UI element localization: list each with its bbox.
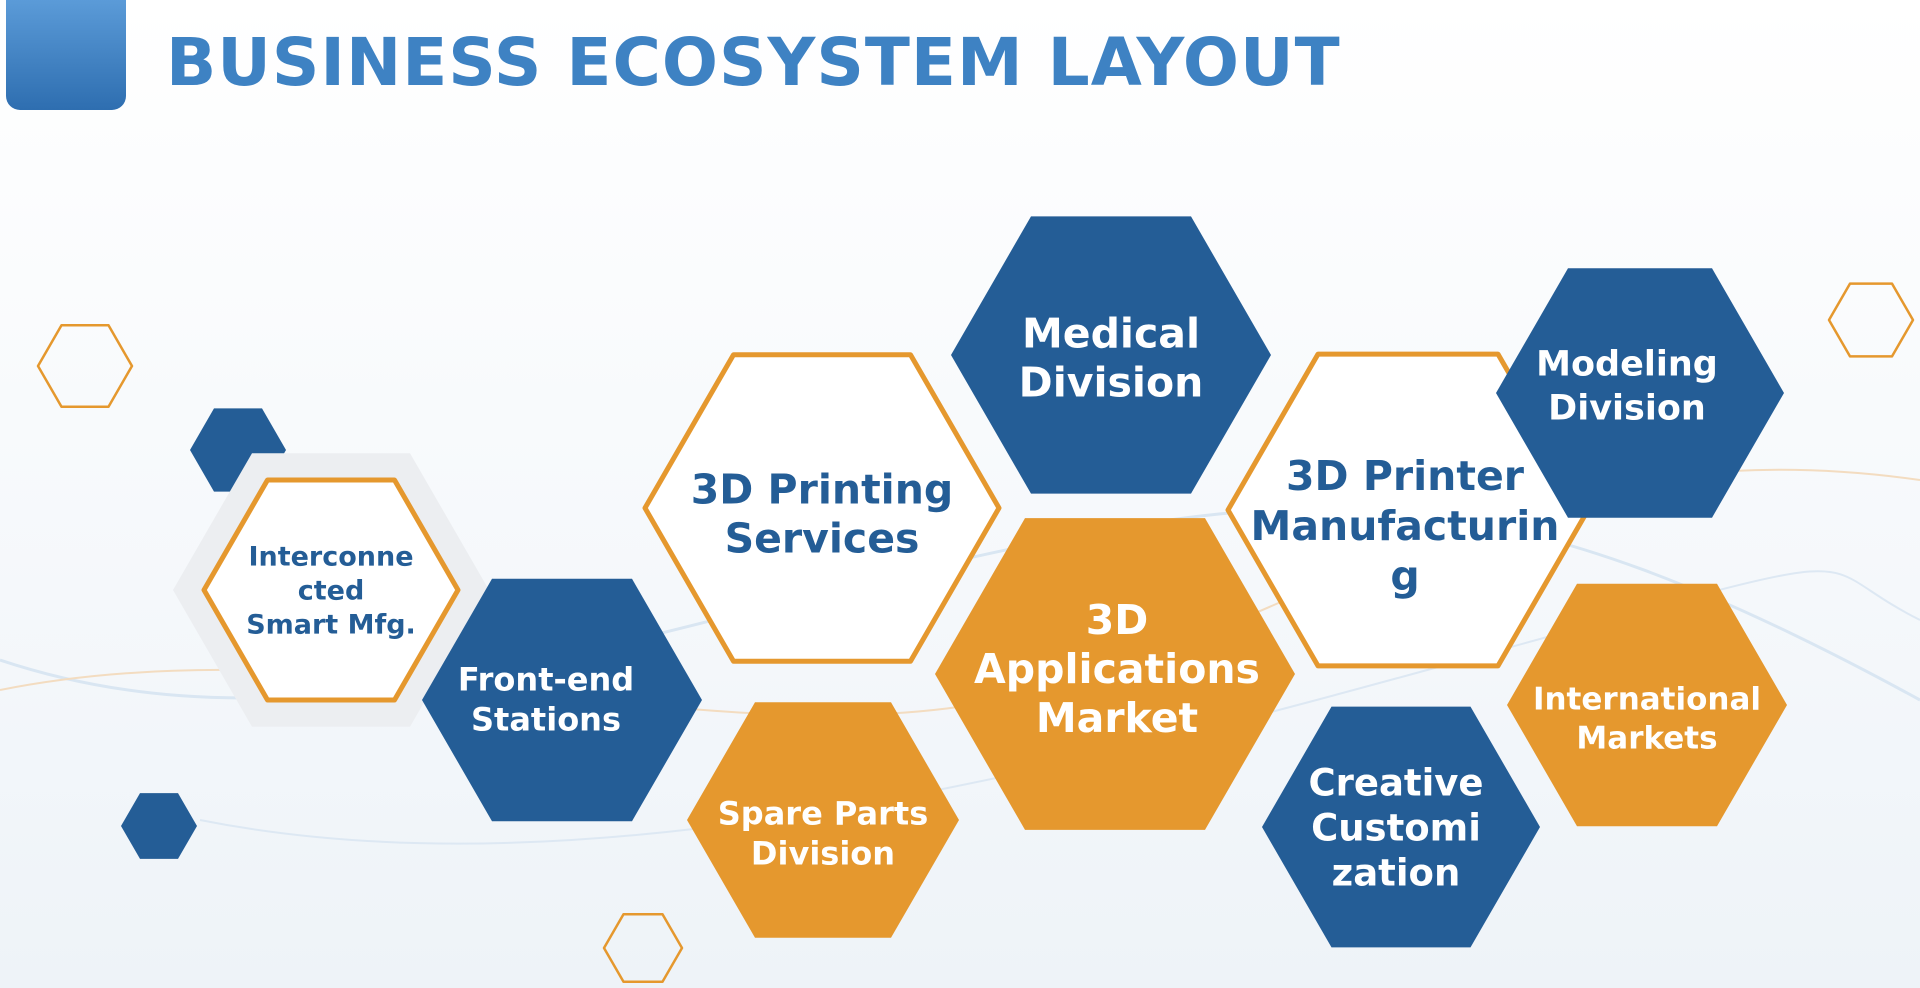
international-markets-label-line-1: International [1533, 682, 1761, 718]
manufacturing-label-line-1: 3D Printer [1286, 452, 1525, 500]
applications-market-label-line-1: 3D [1086, 596, 1149, 644]
applications-market-label-line-3: Market [1036, 694, 1198, 742]
modeling-division-hex [1496, 268, 1784, 518]
printing-services-label-line-2: Services [725, 514, 920, 562]
creative-customization-hex [1262, 706, 1540, 948]
front-end-stations-label-line-1: Front-end [458, 661, 634, 699]
decor-navy-hex-small-bottom [121, 793, 197, 859]
creative-customization-label-line-1: Creative [1308, 761, 1483, 804]
interconnected-label-line-3: Smart Mfg. [246, 610, 416, 641]
applications-market-hex [935, 518, 1295, 830]
interconnected-label-line-2: cted [298, 576, 365, 607]
modeling-division-label-line-2: Division [1548, 389, 1706, 429]
manufacturing-label-line-2: Manufacturin [1251, 502, 1560, 550]
creative-customization-label-line-3: zation [1332, 851, 1461, 894]
spare-parts-hex [687, 702, 959, 938]
modeling-division-label-line-1: Modeling [1536, 345, 1718, 385]
front-end-stations-hex [422, 578, 702, 822]
medical-division-label-line-2: Division [1019, 358, 1204, 406]
title-accent-block [6, 0, 126, 110]
international-markets-hex [1507, 583, 1787, 827]
medical-division-label-line-1: Medical [1022, 309, 1200, 357]
spare-parts-label-line-2: Division [751, 835, 895, 873]
interconnected-hex [201, 477, 461, 703]
printing-services-label-line-1: 3D Printing [691, 465, 954, 513]
manufacturing-label-line-3: g [1390, 552, 1419, 600]
spare-parts-label-line-1: Spare Parts [718, 795, 928, 833]
decor-outline-hex-right [1827, 282, 1915, 358]
page-title: BUSINESS ECOSYSTEM LAYOUT [166, 24, 1341, 101]
front-end-stations-label-line-2: Stations [471, 701, 621, 739]
international-markets-label-line-2: Markets [1576, 721, 1717, 757]
applications-market-label-line-2: Applications [974, 645, 1260, 693]
interconnected-label-line-1: Interconne [248, 542, 413, 573]
printing-services-hex [642, 352, 1002, 664]
creative-customization-label-line-2: Customi [1311, 806, 1481, 849]
decor-outline-hex-bottom [602, 912, 684, 984]
decor-outline-hex-left [36, 324, 134, 408]
medical-division-hex [951, 216, 1271, 494]
background-curve-3 [199, 570, 1920, 845]
